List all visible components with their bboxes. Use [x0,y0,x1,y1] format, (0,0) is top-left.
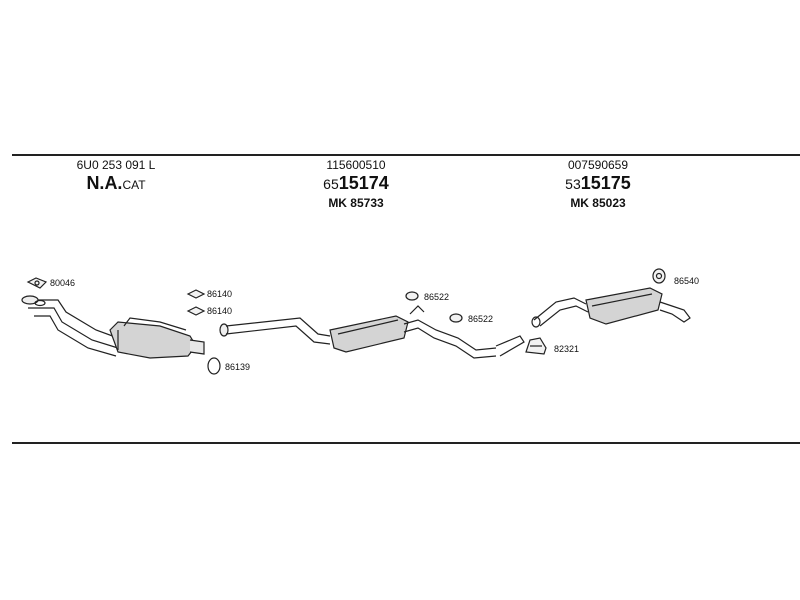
callout-86522-b: 86522 [468,314,493,324]
mount-86540-icon [652,268,666,284]
callout-86522-a: 86522 [424,292,449,302]
front-catalyst-pipe [21,295,205,359]
main-code: N.A.CAT [86,173,146,193]
callout-86140-a: 86140 [207,289,232,299]
callout-86540: 86540 [674,276,699,286]
clamp-82321-icon [525,337,547,355]
part-number: 6U0 253 091 L [76,158,156,172]
hanger-86522-icon [405,291,463,323]
mk-code: MK 85023 [570,196,626,210]
column-rear-silencer: 007590659 5315175 MK 85023 [498,158,698,211]
middle-silencer-pipe [219,305,525,359]
gasket-80046-icon [26,277,48,289]
clamp-86140-icon [186,289,206,316]
callout-80046: 80046 [50,278,75,288]
column-front-catalyst: 6U0 253 091 L N.A.CAT [16,158,216,196]
callout-86140-b: 86140 [207,306,232,316]
mk-code: MK 85733 [328,196,384,210]
top-rule [12,154,800,156]
callout-86139: 86139 [225,362,250,372]
main-code: 5315175 [565,173,631,193]
rear-silencer-pipe [531,287,691,328]
column-middle-silencer: 115600510 6515174 MK 85733 [256,158,456,211]
part-number: 007590659 [567,158,629,172]
callout-82321: 82321 [554,344,579,354]
bottom-rule [12,442,800,444]
part-number: 115600510 [326,158,386,172]
main-code: 6515174 [323,173,389,193]
ring-86139-icon [207,357,221,375]
